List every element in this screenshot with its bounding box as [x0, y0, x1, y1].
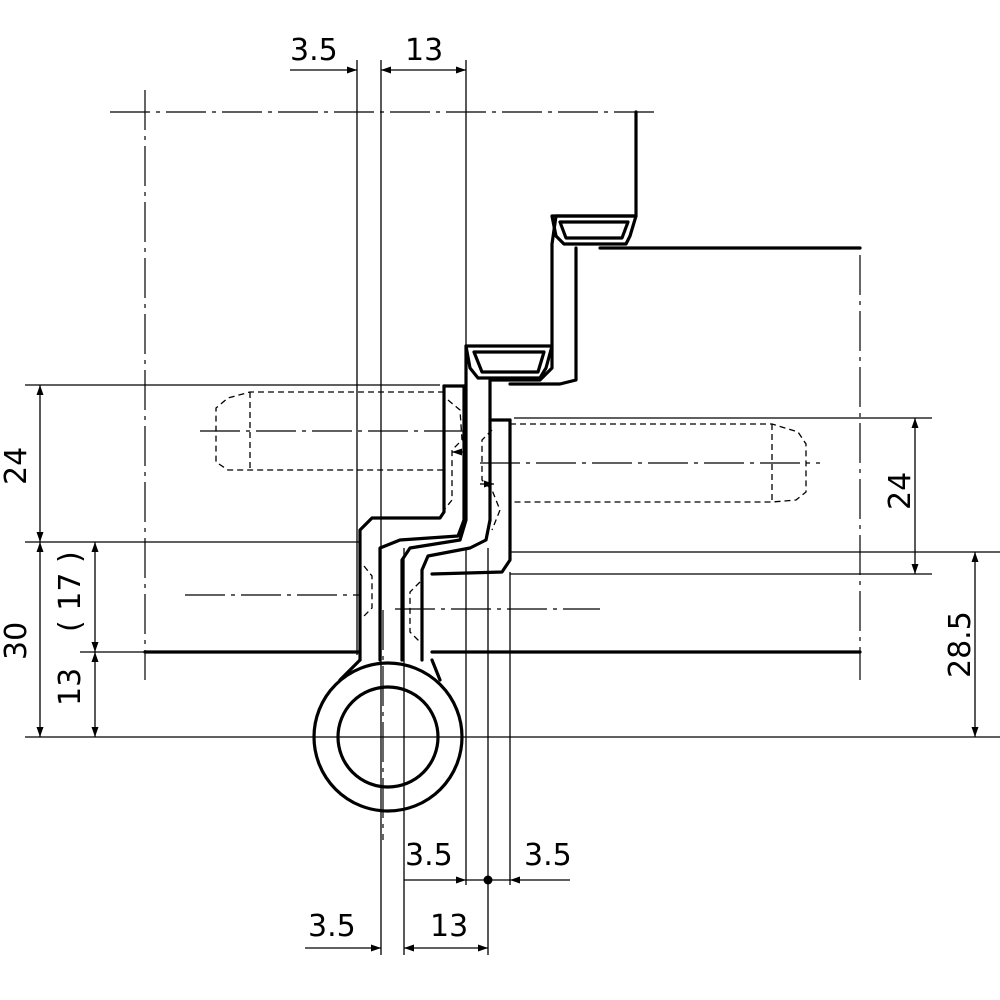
dim-bottom-right: 13 — [430, 909, 468, 944]
dimension-labels: 3.5 13 24 30 ( 17 ) 13 24 28.5 3.5 3.5 3… — [0, 33, 978, 944]
dimension-lines — [36, 66, 979, 952]
dim-left-lower: 13 — [53, 668, 88, 706]
frame-leaf — [400, 214, 578, 662]
left-screw-hidden — [200, 391, 470, 471]
right-screw-hidden — [480, 423, 820, 503]
dim-top-right: 13 — [405, 33, 443, 68]
dim-right-lower: 28.5 — [943, 611, 978, 678]
dim-left-upper: 24 — [0, 447, 34, 485]
dim-top-left: 3.5 — [290, 33, 338, 68]
hinge-knuckle — [312, 610, 464, 840]
dim-left-ref: ( 17 ) — [53, 551, 88, 632]
dim-bottom-left: 3.5 — [308, 909, 356, 944]
lower-recess-pocket — [464, 344, 554, 380]
upper-recess-pocket — [550, 214, 638, 246]
dim-bottom-mid-left: 3.5 — [405, 838, 453, 873]
hidden-bushings — [185, 399, 600, 643]
door-leaf — [358, 384, 512, 662]
dim-left-total: 30 — [0, 622, 34, 660]
dim-right-upper: 24 — [883, 472, 918, 510]
extension-lines — [25, 60, 1000, 955]
dim-bottom-mid-right: 3.5 — [524, 838, 572, 873]
